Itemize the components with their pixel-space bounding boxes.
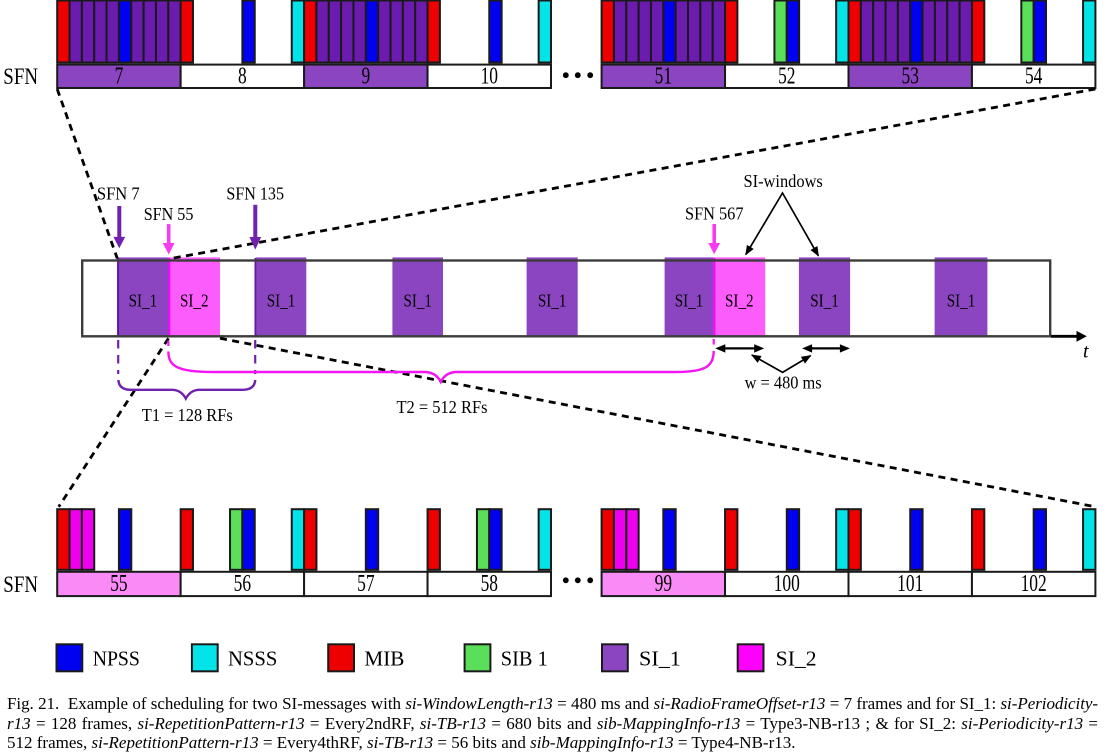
svg-text:SI_2: SI_2 [180,291,209,311]
svg-text:SIB 1: SIB 1 [501,647,548,671]
svg-text:SI_1: SI_1 [810,291,839,311]
svg-text:100: 100 [774,571,800,597]
svg-text:99: 99 [655,571,672,597]
svg-text:53: 53 [902,64,919,90]
svg-text:57: 57 [357,571,374,597]
svg-text:T1 = 128 RFs: T1 = 128 RFs [142,405,233,425]
svg-text:t: t [1083,340,1089,362]
svg-text:55: 55 [110,571,127,597]
svg-text:54: 54 [1025,64,1042,90]
svg-text:SI-windows: SI-windows [744,171,824,191]
svg-text:SI_1: SI_1 [267,291,296,311]
svg-text:SI_1: SI_1 [538,291,567,311]
svg-text:8: 8 [238,64,247,90]
svg-text:SFN: SFN [3,64,38,90]
svg-text:SI_1: SI_1 [403,291,432,311]
svg-text:SI_2: SI_2 [725,291,754,311]
svg-text:SFN 55: SFN 55 [144,204,194,224]
svg-text:SFN: SFN [3,572,38,598]
svg-text:T2 = 512 RFs: T2 = 512 RFs [397,397,488,417]
svg-text:9: 9 [361,64,370,90]
svg-text:51: 51 [655,64,672,90]
svg-text:SI_1: SI_1 [639,647,681,671]
svg-text:58: 58 [481,571,498,597]
svg-text:56: 56 [234,571,251,597]
svg-text:SI_1: SI_1 [675,291,704,311]
svg-text:10: 10 [481,64,498,90]
svg-text:102: 102 [1021,571,1047,597]
svg-text:NSSS: NSSS [228,647,277,671]
svg-text:SI_2: SI_2 [776,647,817,671]
svg-text:MIB: MIB [364,647,404,671]
svg-text:SFN 7: SFN 7 [97,183,140,203]
svg-text:SFN 567: SFN 567 [685,204,744,224]
svg-text:SI_1: SI_1 [129,291,158,311]
svg-text:SFN 135: SFN 135 [226,183,284,203]
svg-text:101: 101 [897,571,923,597]
svg-text:52: 52 [778,64,795,90]
svg-text:7: 7 [115,64,124,90]
svg-text:NPSS: NPSS [93,647,140,671]
svg-text:w = 480 ms: w = 480 ms [745,373,822,393]
svg-text:SI_1: SI_1 [947,291,976,311]
